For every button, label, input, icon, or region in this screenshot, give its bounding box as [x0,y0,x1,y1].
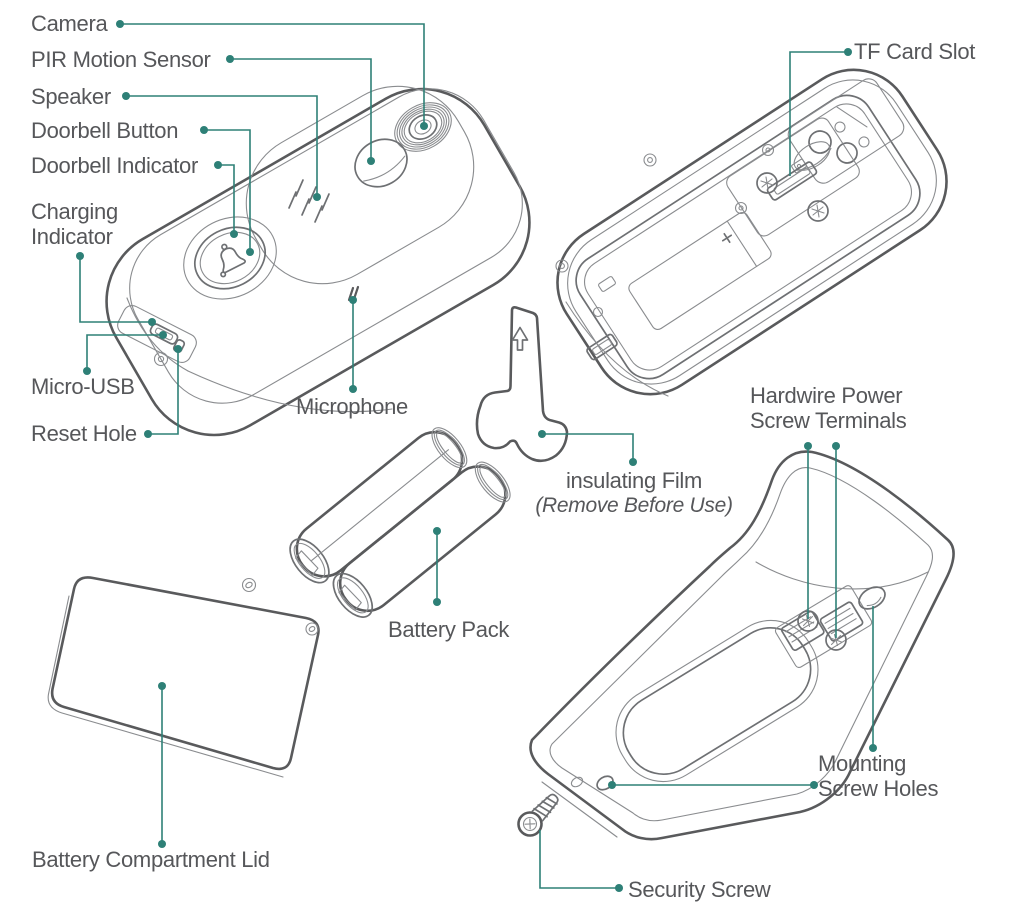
label-pir-motion-sensor: PIR Motion Sensor [31,47,211,72]
leader-doorbell-button [204,129,251,252]
doorbell-button-drawing [183,216,277,300]
leader-doorbell-indicator [218,164,235,234]
label-charging-indicator-line2: Indicator [31,224,113,249]
mounting-hole-top [858,586,886,610]
label-hardwire-power-screw-terminals: Hardwire Power Screw Terminals [750,383,907,433]
leader-security-screw [539,830,619,889]
arrow-up-icon [511,326,529,351]
mounting-hole-bottom [596,775,614,791]
doorbell-back-illustration [555,68,948,397]
label-battery-pack: Battery Pack [388,617,510,642]
camera-lens [394,102,452,152]
label-charging-indicator-line1: Charging [31,199,118,224]
insulating-film-illustration [475,305,569,463]
label-insulating-film: insulating Film (Remove Before Use) [518,468,750,518]
label-tf-card-slot: TF Card Slot [854,39,976,64]
label-reset-hole: Reset Hole [31,421,137,446]
leader-lines [76,20,877,892]
label-security-screw: Security Screw [628,877,771,902]
label-charging-indicator: Charging Indicator [31,199,118,249]
tf-card-slot-drawing [766,161,818,201]
battery-pack-illustration [289,427,511,618]
leader-micro-usb [86,334,163,371]
mounting-bracket-illustration [529,450,955,841]
leader-charging-indicator [79,256,152,323]
label-insulating-film-title: insulating Film [565,468,703,493]
label-mounting-screw-holes: Mounting Screw Holes [818,751,938,801]
battery-lid-illustration [47,576,320,778]
leader-reset-hole [148,349,179,435]
label-speaker: Speaker [31,84,111,109]
label-hardwire-line1: Hardwire Power [750,383,903,408]
leader-tf-card-slot [789,51,848,176]
speaker-slots [288,179,330,223]
leader-speaker [126,95,318,197]
label-battery-compartment-lid: Battery Compartment Lid [32,847,270,872]
label-doorbell-button: Doorbell Button [31,118,179,143]
label-doorbell-indicator: Doorbell Indicator [31,153,199,178]
leader-pir [230,58,372,161]
battery-bay [628,211,772,331]
pir-sensor [354,138,408,188]
security-screw-illustration [517,793,559,837]
label-micro-usb: Micro-USB [31,374,135,399]
label-insulating-film-note: (Remove Before Use) [535,494,733,517]
screw-terminals-drawing [774,585,873,669]
bell-icon [220,243,247,278]
label-microphone: Microphone [296,394,408,419]
leader-insulating-film [542,433,634,462]
label-mounting-line1: Mounting [818,751,907,776]
leader-camera [120,23,425,126]
label-camera: Camera [31,11,108,36]
label-mounting-line2: Screw Holes [818,776,939,801]
doorbell-front-illustration [105,85,531,437]
label-hardwire-line2: Screw Terminals [750,408,907,433]
